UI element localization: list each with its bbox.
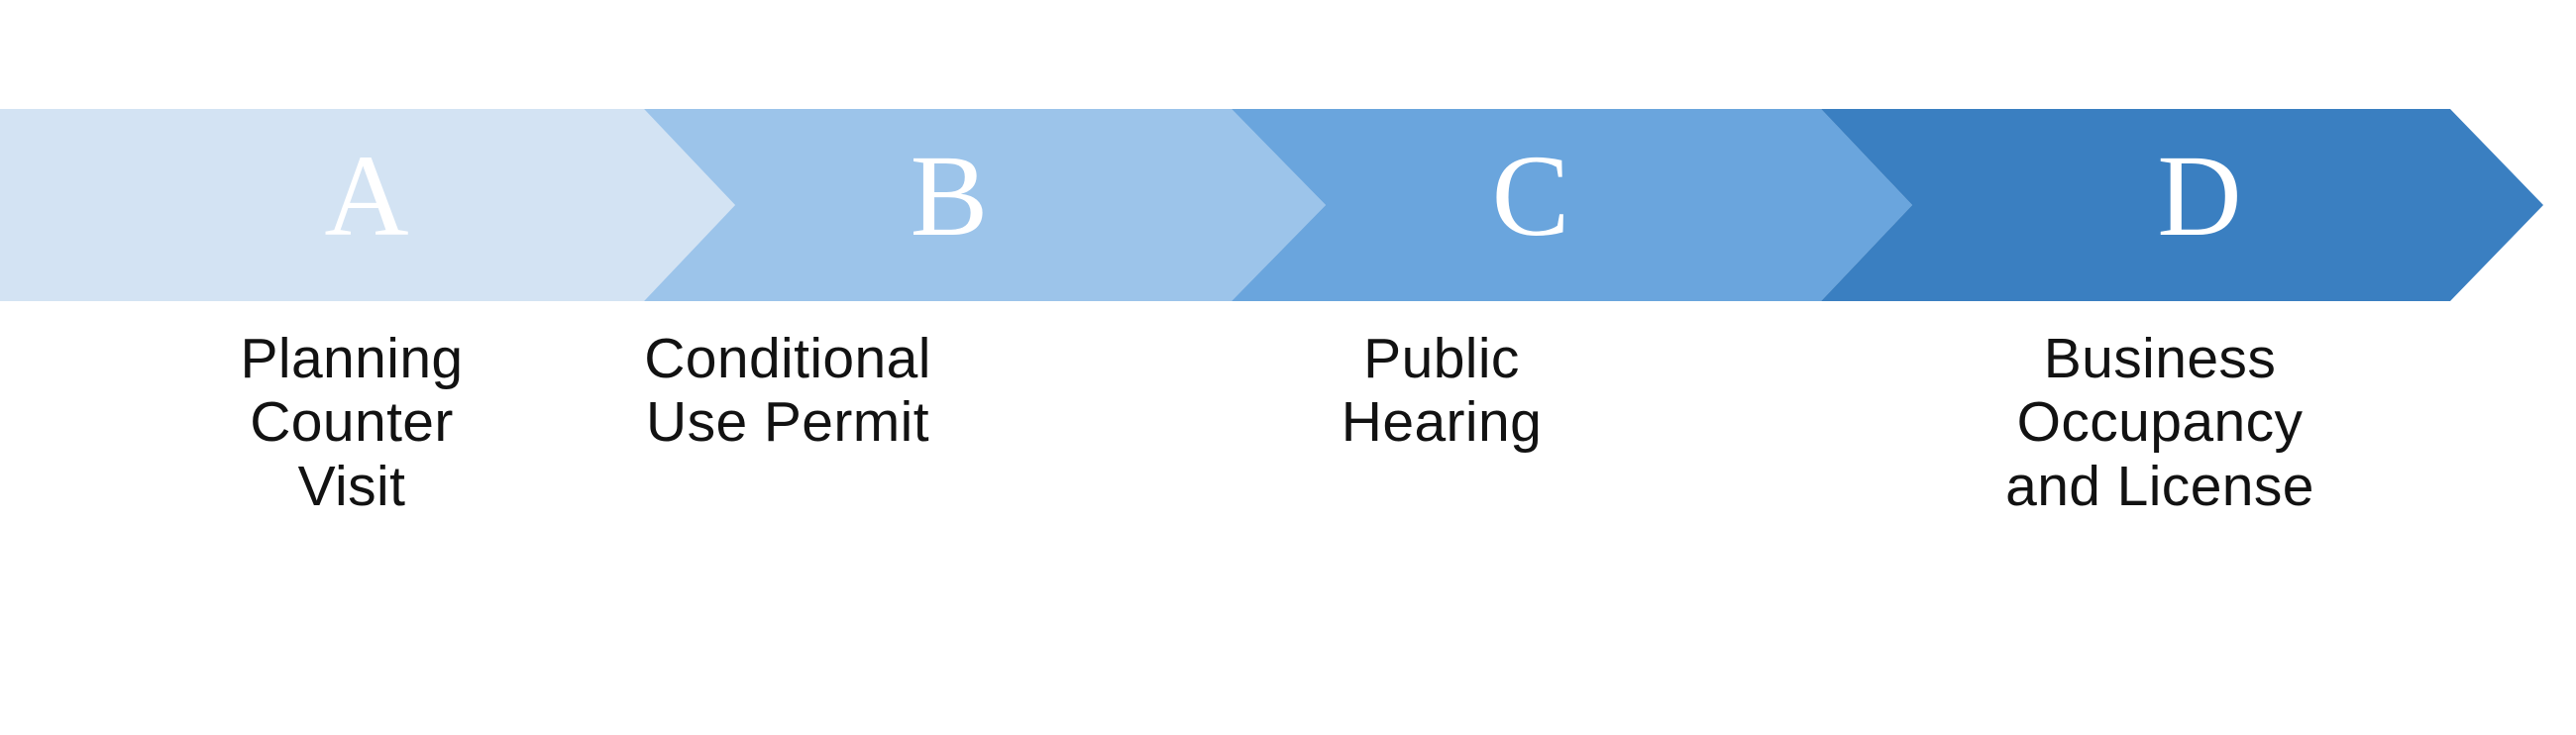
step-labels-row: Planning Counter Visit Conditional Use P… [0, 327, 2576, 735]
step-label-public-hearing: Public Hearing [1341, 327, 1543, 455]
chevron-segment-c[interactable] [1232, 109, 1912, 301]
step-label-planning-counter-visit: Planning Counter Visit [240, 327, 464, 518]
chevron-band: A B C D [0, 109, 2576, 301]
step-label-business-occupancy-and-license: Business Occupancy and License [2005, 327, 2314, 518]
chevron-marker-a: A [324, 131, 408, 261]
chevron-segment-a[interactable] [0, 109, 735, 301]
chevron-band-svg: A B C D [0, 109, 2543, 301]
chevron-marker-c: C [1492, 131, 1570, 261]
chevron-segment-d[interactable] [1821, 109, 2543, 301]
chevron-marker-d: D [2157, 131, 2241, 261]
chevron-segment-b[interactable] [644, 109, 1326, 301]
step-label-conditional-use-permit: Conditional Use Permit [644, 327, 931, 455]
chevron-marker-b: B [911, 131, 989, 261]
